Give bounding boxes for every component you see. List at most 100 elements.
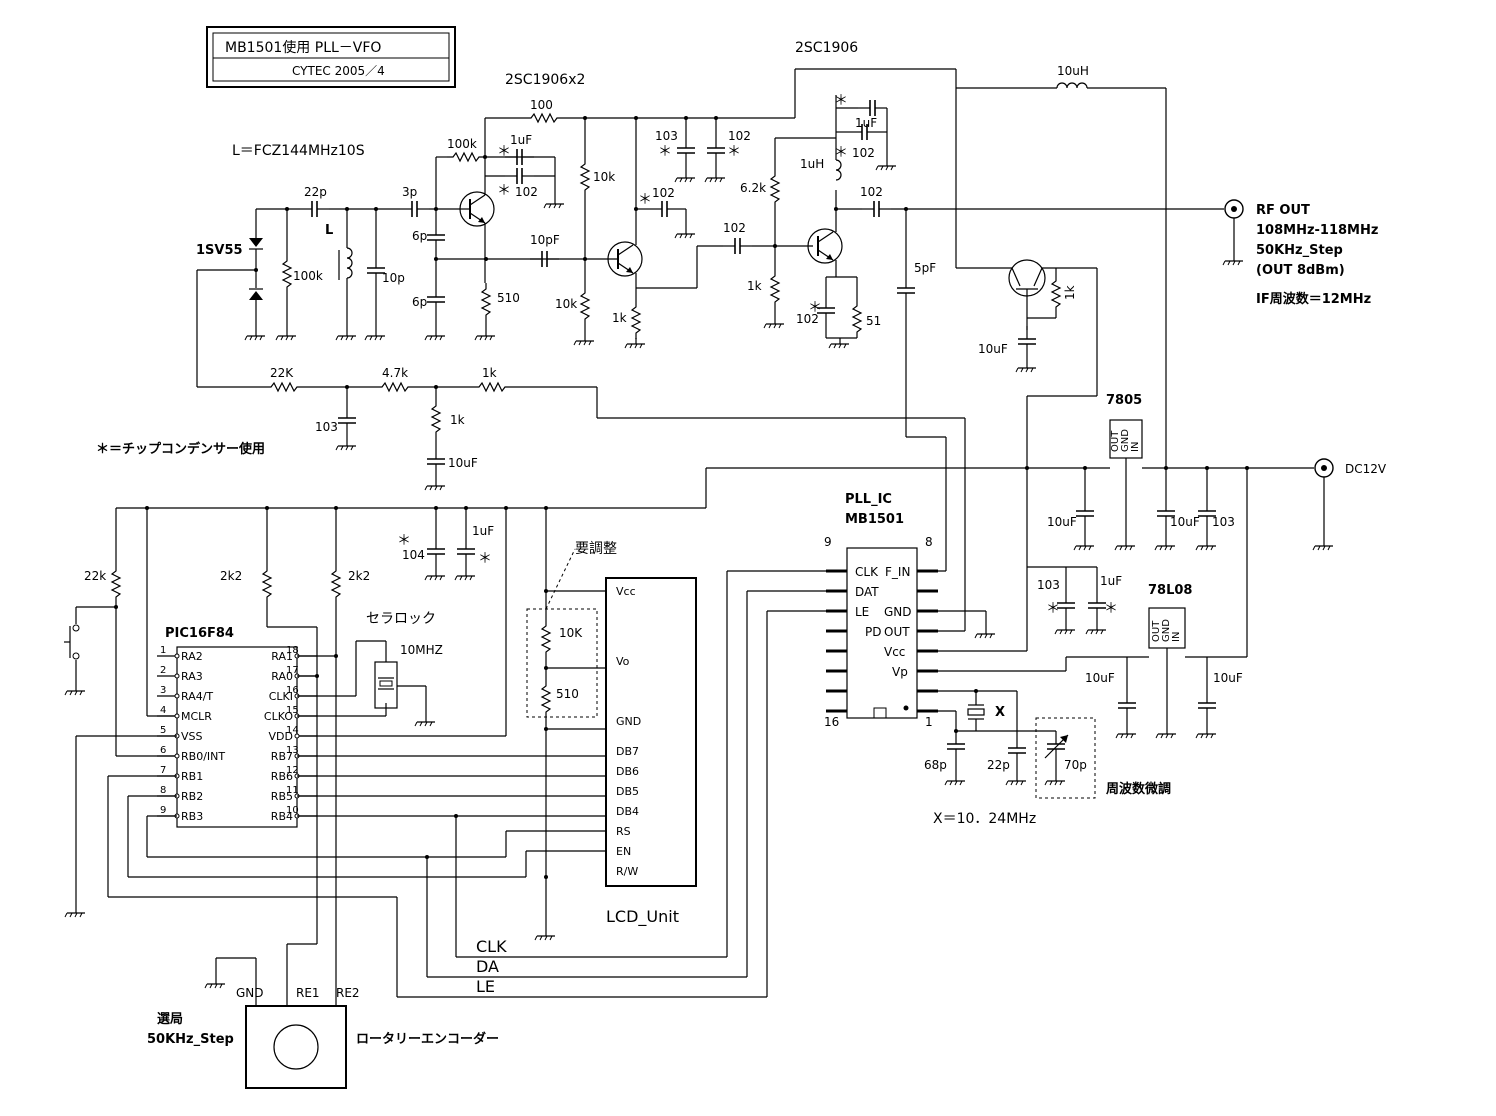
rf-band: 108MHz-118MHz — [1256, 223, 1378, 238]
cap-102-c: 102 — [652, 186, 675, 200]
pic-pin-num-left: 6 — [160, 745, 166, 756]
svg-text:IN: IN — [1130, 442, 1141, 452]
svg-text:＊: ＊ — [497, 183, 511, 199]
pic-pin-num-left: 5 — [160, 725, 166, 736]
pic-pin-num-right: 13 — [286, 745, 299, 756]
svg-text:RE2: RE2 — [336, 986, 360, 1000]
cap-10uf-b: 10uF — [448, 456, 478, 470]
res-510-a: 510 — [497, 291, 520, 305]
chip-note: ＊＝チップコンデンサー使用 — [96, 441, 265, 457]
pic-pin-right: RB6 — [271, 770, 293, 783]
res-51: 51 — [866, 314, 881, 328]
lcd-pin-label: DB6 — [616, 765, 639, 778]
pic-pin-right: RA0 — [271, 670, 293, 683]
adjust-box — [526, 608, 598, 718]
bus-clk: CLK — [476, 937, 507, 956]
transistor-label-2: 2SC1906 — [795, 40, 858, 56]
pic-pin-right: CLKO — [264, 710, 293, 723]
pic-pin-num-right: 11 — [286, 785, 299, 796]
lcd-pin-label: GND — [616, 715, 641, 728]
res-1k-e: 1k — [450, 413, 465, 427]
res-1k-b: 1k — [747, 279, 762, 293]
pic-pin-num-left: 3 — [160, 685, 166, 696]
cap-103-d: 103 — [1037, 578, 1060, 592]
transistor-label-1: 2SC1906x2 — [505, 72, 585, 88]
cap-6p-a: 6p — [412, 229, 427, 243]
adjust-label: 要調整 — [575, 541, 617, 557]
cap-10uf-e: 10uF — [1085, 671, 1115, 685]
cap-22p: 22p — [304, 185, 327, 199]
cap-1uf-b: 1uF — [855, 116, 877, 130]
pic-pin-num-right: 14 — [286, 725, 299, 736]
pic-pin-left: RB2 — [181, 790, 203, 803]
varicap-label: 1SV55 — [196, 243, 243, 258]
cap-102-g: 102 — [860, 185, 883, 199]
svg-text:＊: ＊ — [1104, 601, 1118, 617]
svg-text:＊: ＊ — [478, 551, 492, 567]
pic-pin-num-right: 18 — [286, 645, 299, 656]
res-100k-b: 100k — [447, 137, 477, 151]
coil-10uh: 10uH — [1057, 64, 1089, 78]
cap-6p-b: 6p — [412, 295, 427, 309]
lcd-pin-label: Vo — [616, 655, 630, 668]
coil-l: L — [325, 223, 333, 238]
pic-pin-num-left: 2 — [160, 665, 166, 676]
dc-label: DC12V — [1345, 462, 1387, 476]
svg-text:LE: LE — [855, 605, 869, 619]
svg-text:＊: ＊ — [808, 300, 822, 316]
res-100: 100 — [530, 98, 553, 112]
lcd-title: LCD_Unit — [606, 907, 679, 927]
title-line2: CYTEC 2005／4 — [292, 64, 385, 78]
lcd-pin-label: DB5 — [616, 785, 639, 798]
crystal-x: X — [995, 705, 1005, 720]
pic-pin-num-left: 1 — [160, 645, 166, 656]
encoder-knob-icon[interactable] — [273, 1024, 319, 1070]
res-10k-b: 10k — [555, 297, 577, 311]
res-1k-a: 1k — [612, 311, 627, 325]
pic-pin-right: VDD — [269, 730, 293, 743]
ceramic-name: セラロック — [366, 611, 436, 627]
pic-pin-left: RA3 — [181, 670, 203, 683]
trimmer-70p: 70p — [1064, 758, 1087, 772]
lcd-pin-label: EN — [616, 845, 631, 858]
svg-text:＊: ＊ — [638, 192, 652, 208]
res-10k-a: 10k — [593, 170, 615, 184]
svg-text:CLK: CLK — [855, 565, 879, 579]
trimmer-box — [1035, 717, 1096, 799]
svg-text:PD: PD — [865, 625, 881, 639]
encoder-name: ロータリーエンコーダー — [356, 1031, 499, 1047]
coil-1uh: 1uH — [800, 157, 824, 171]
lcd-pin-label: DB7 — [616, 745, 639, 758]
svg-text:＊: ＊ — [658, 144, 672, 160]
pic-pin-right: RA1 — [271, 650, 293, 663]
pic-part: PIC16F84 — [165, 626, 234, 641]
svg-text:16: 16 — [824, 715, 839, 729]
pic-pin-right: RB5 — [271, 790, 293, 803]
pic-pin-left: RA4/T — [181, 690, 213, 703]
svg-text:＊: ＊ — [1046, 601, 1060, 617]
svg-text:DAT: DAT — [855, 585, 879, 599]
crystal-freq-note: X＝10．24MHz — [933, 811, 1036, 827]
pll-title: PLL_IC — [845, 492, 892, 507]
cap-1uf-c: 1uF — [1100, 574, 1122, 588]
res-2k2-a: 2k2 — [220, 569, 242, 583]
bus-da: DA — [476, 957, 499, 976]
res-6k2: 6.2k — [740, 181, 766, 195]
res-1k-d: 1k — [482, 366, 497, 380]
pic-pin-left: RA2 — [181, 650, 203, 663]
pic-pin-num-right: 15 — [286, 705, 299, 716]
cap-5pf: 5pF — [914, 261, 936, 275]
regulator-78l08 — [1148, 607, 1186, 649]
svg-text:＊: ＊ — [397, 533, 411, 549]
res-22k-a: 22K — [270, 366, 294, 380]
pic-pin-num-right: 17 — [286, 665, 299, 676]
encoder-step: 50KHz_Step — [147, 1032, 234, 1047]
svg-text:F_IN: F_IN — [885, 565, 910, 579]
res-4k7: 4.7k — [382, 366, 408, 380]
pic-pin-num-left: 9 — [160, 805, 166, 816]
svg-text:1: 1 — [925, 715, 933, 729]
cap-10uf-a: 10uF — [978, 342, 1008, 356]
rotary-encoder[interactable] — [245, 1005, 347, 1089]
pic-pin-num-right: 12 — [286, 765, 299, 776]
